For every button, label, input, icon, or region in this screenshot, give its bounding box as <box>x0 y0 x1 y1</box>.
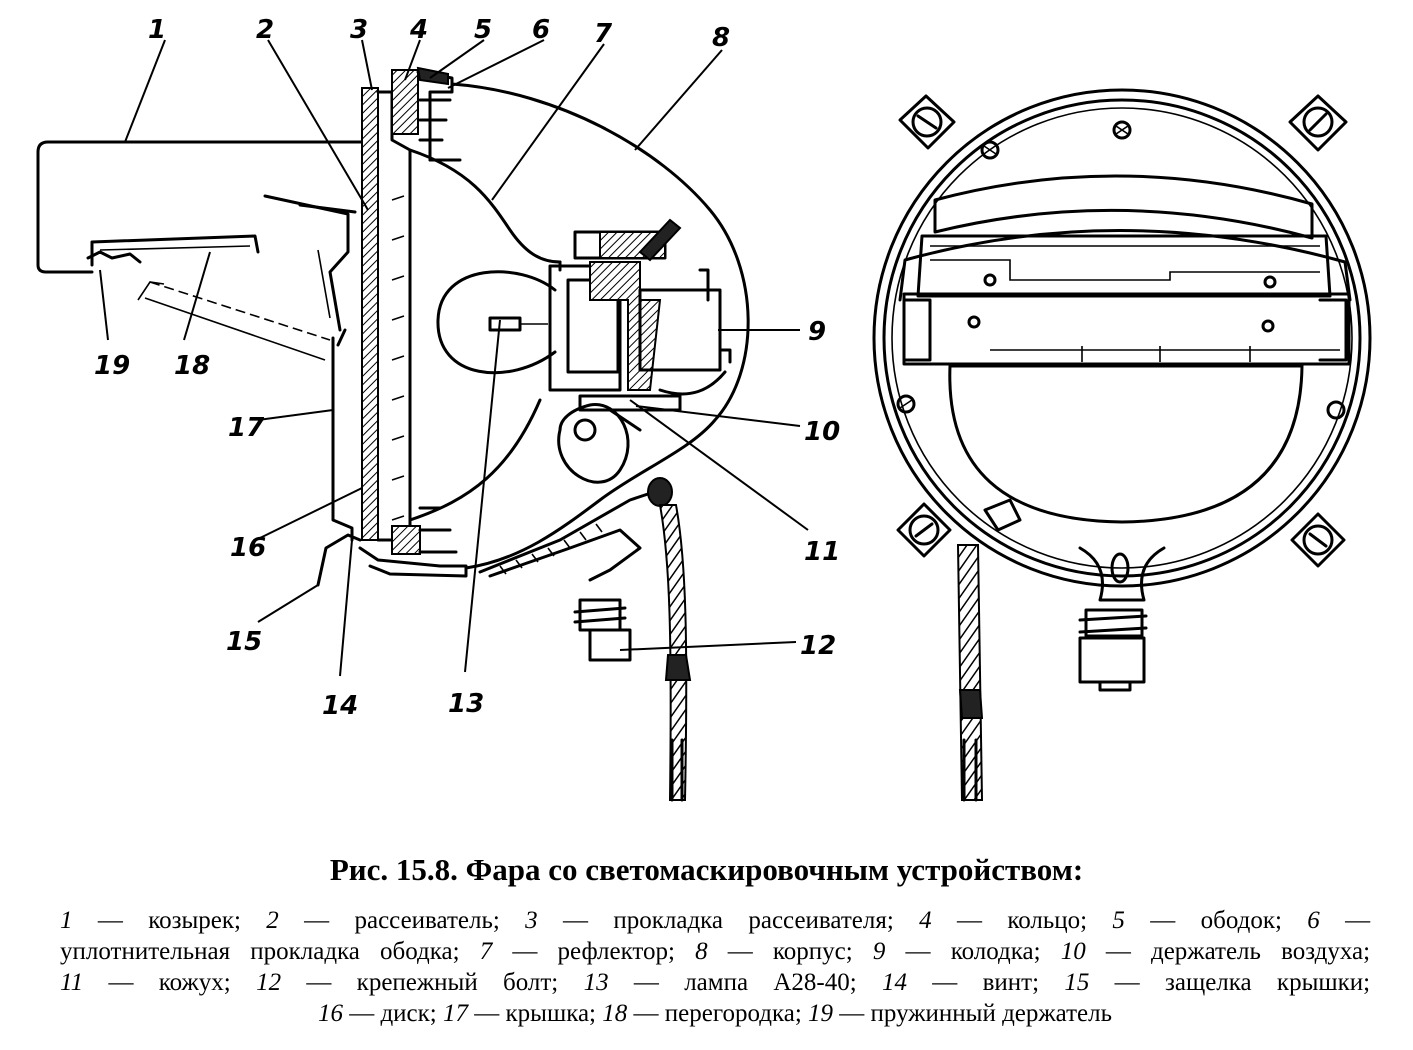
callout-2: 2 <box>256 15 274 45</box>
legend-num: 10 <box>1060 938 1086 965</box>
callout-11: 11 <box>804 537 840 567</box>
legend-text: рефлектор; <box>557 938 675 965</box>
legend-num: 18 <box>602 1000 628 1027</box>
leader-lines <box>99 39 809 677</box>
legend-text: диск; <box>380 1000 437 1027</box>
figure-legend: 1 — козырек; 2 — рассеиватель; 3 — прокл… <box>60 905 1370 1029</box>
figure-title: Фара со светомаскировочным устройством: <box>465 852 1084 887</box>
cover-latch <box>316 533 362 587</box>
callout-7: 7 <box>594 19 613 49</box>
callout-19: 19 <box>94 351 130 381</box>
rim <box>416 70 454 162</box>
legend-text: колодка; <box>950 938 1041 965</box>
legend-num: 19 <box>808 1000 834 1027</box>
cable <box>658 504 688 801</box>
callout-labels: 1 2 3 4 5 6 7 8 9 10 11 12 13 14 15 16 1… <box>94 15 840 721</box>
legend-num: 15 <box>1064 969 1090 996</box>
legend-text: крышка; <box>505 1000 597 1027</box>
legend-num: 4 <box>919 907 932 934</box>
legend-text: уплотнительная прокладка ободка; <box>60 938 460 965</box>
lens <box>361 87 379 541</box>
lamp-bulb <box>436 270 557 375</box>
side-section-view <box>36 66 750 802</box>
legend-num: 11 <box>60 969 84 996</box>
callout-9: 9 <box>808 317 826 347</box>
cover <box>331 336 354 542</box>
legend-num: 2 <box>266 907 279 934</box>
reflector <box>408 148 562 264</box>
legend-text: кожух; <box>158 969 231 996</box>
partition <box>149 281 331 341</box>
legend-num: 7 <box>479 938 493 965</box>
legend-num: 12 <box>256 969 282 996</box>
callout-18: 18 <box>174 351 210 381</box>
legend-num: 14 <box>882 969 907 996</box>
legend-line: уплотнительная прокладка ободка; 7 — реф… <box>60 938 1371 965</box>
socket-cover <box>557 403 630 484</box>
legend-text: козырек; <box>148 907 241 934</box>
legend-text: перегородка; <box>664 1000 802 1027</box>
ring <box>391 69 419 135</box>
front-window <box>948 364 1304 524</box>
callout-3: 3 <box>350 15 368 45</box>
legend-num: 5 <box>1112 907 1125 934</box>
legend-text: кольцо; <box>1007 907 1088 934</box>
callout-4: 4 <box>409 15 428 45</box>
legend-text: защелка крышки; <box>1164 969 1371 996</box>
headlight-diagram: 1 2 3 4 5 6 7 8 9 10 11 12 13 14 15 16 1… <box>36 15 1372 802</box>
legend-text: крепежный болт; <box>356 969 559 996</box>
legend-text: корпус; <box>772 938 853 965</box>
legend-text: прокладка рассеивателя; <box>613 907 894 934</box>
callout-8: 8 <box>712 23 730 53</box>
legend-num: 13 <box>583 969 609 996</box>
legend-text: рассеиватель; <box>354 907 500 934</box>
callout-15: 15 <box>226 627 262 657</box>
front-housing <box>872 88 1372 588</box>
legend-num: 8 <box>695 938 708 965</box>
visor <box>36 140 364 274</box>
callout-12: 12 <box>800 631 836 661</box>
front-cable <box>956 544 984 801</box>
front-view <box>872 88 1372 802</box>
mounting-lugs <box>896 94 1348 568</box>
legend-text: ободок; <box>1200 907 1282 934</box>
callout-6: 6 <box>532 15 550 45</box>
legend-text: винт; <box>982 969 1040 996</box>
callout-5: 5 <box>474 15 492 45</box>
callout-13: 13 <box>448 689 484 719</box>
callout-16: 16 <box>230 533 266 563</box>
legend-line: 16 — диск; 17 — крышка; 18 — перегородка… <box>317 1000 1113 1027</box>
figure-number: Рис. 15.8. <box>329 852 458 887</box>
body-housing <box>450 82 750 570</box>
legend-text: пружинный держатель <box>870 1000 1113 1027</box>
front-shield <box>902 292 1351 366</box>
legend-num: 16 <box>317 1000 343 1027</box>
legend-text: держатель воздуха; <box>1150 938 1371 965</box>
callout-17: 17 <box>228 413 265 443</box>
legend-num: 9 <box>872 938 886 965</box>
mount-bracket <box>478 488 662 574</box>
legend-num: 1 <box>60 907 73 934</box>
legend-line: 1 — козырек; 2 — рассеиватель; 3 — прокл… <box>60 907 1371 934</box>
legend-text: лампа А28-40; <box>684 969 857 996</box>
legend-num: 6 <box>1307 907 1320 934</box>
socket-block <box>548 264 622 392</box>
front-bolt <box>1084 608 1144 638</box>
legend-num: 17 <box>443 1000 468 1027</box>
legend-line: 11 — кожух; 12 — крепежный болт; 13 — ла… <box>60 969 1371 996</box>
callout-14: 14 <box>322 691 358 721</box>
mounting-bolt <box>578 598 622 632</box>
figure-caption-title: Рис. 15.8. Фара со светомаскировочным ус… <box>0 852 1413 888</box>
callout-1: 1 <box>148 15 166 45</box>
front-visor <box>933 174 1314 240</box>
callout-10: 10 <box>804 417 840 447</box>
legend-num: 3 <box>525 907 538 934</box>
